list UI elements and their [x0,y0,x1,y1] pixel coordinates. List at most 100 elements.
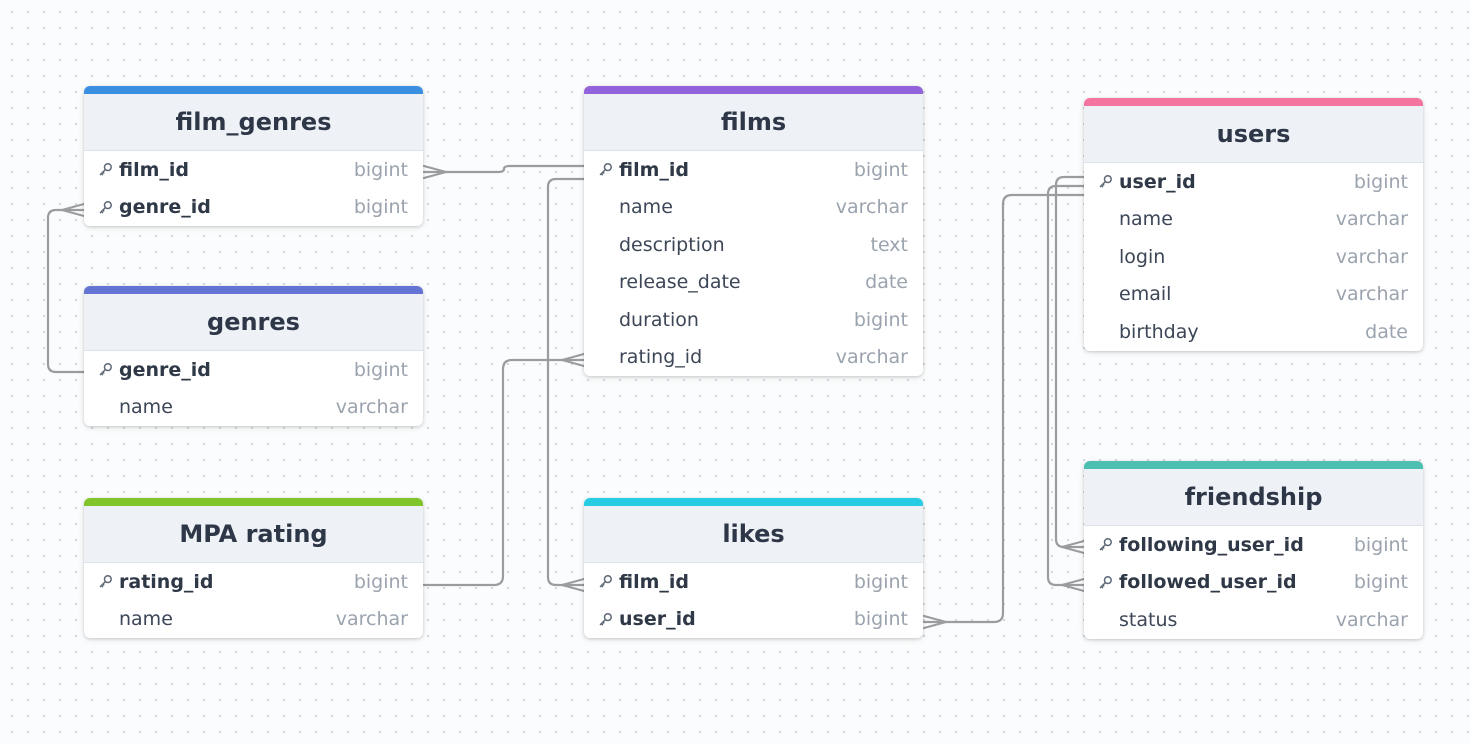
crowfoot-likes-film-id [560,577,586,593]
table-mpa-rating[interactable]: MPA rating rating_id bigint name varchar [84,498,423,638]
field-type: bigint [353,158,408,181]
crowfoot-films-rating-id [560,352,586,368]
field-name: name [119,396,173,419]
field-row-film-id[interactable]: film_id bigint [584,151,923,189]
field-row-film-id[interactable]: film_id bigint [84,151,423,189]
table-accent-bar [84,86,423,94]
field-row-rating-id[interactable]: rating_id bigint [84,563,423,601]
table-title-films[interactable]: films [584,94,923,151]
field-type: bigint [853,158,908,181]
key-icon [1098,174,1119,189]
crowfoot-film-genres-film-id [422,164,448,180]
field-type: varchar [1335,245,1408,268]
connector-genres-film-genres [46,208,86,374]
field-name: film_id [619,570,690,593]
connector-films-likes [546,177,586,587]
field-name: email [1119,283,1172,306]
connector-likes-users [922,193,1086,624]
table-title-film-genres[interactable]: film_genres [84,94,423,151]
field-type: date [1365,320,1408,343]
field-name: name [1119,208,1173,231]
key-icon [598,574,619,589]
field-name: birthday [1119,320,1199,343]
field-type: varchar [335,608,408,631]
field-name: name [619,196,673,219]
field-name: film_id [119,158,190,181]
field-row-login[interactable]: login varchar [1084,238,1423,276]
key-icon [598,612,619,627]
field-type: bigint [1353,571,1408,594]
table-title-users[interactable]: users [1084,106,1423,163]
table-accent-bar [84,498,423,506]
field-row-name[interactable]: name varchar [584,189,923,227]
table-title-friendship[interactable]: friendship [1084,469,1423,526]
field-name: duration [619,308,699,331]
key-icon [98,162,119,177]
field-type: bigint [353,358,408,381]
field-type: date [865,271,908,294]
table-films[interactable]: films film_id bigint name varchar description… [584,86,923,376]
table-title-genres[interactable]: genres [84,294,423,351]
field-name: user_id [619,608,696,631]
field-name: name [119,608,173,631]
connector-film-genres-films [422,164,586,174]
field-type: varchar [835,196,908,219]
field-type: text [870,233,909,256]
field-row-genre-id[interactable]: genre_id bigint [84,351,423,389]
connector-users-following [1054,175,1086,549]
table-accent-bar [84,286,423,294]
field-type: bigint [353,570,408,593]
field-name: followed_user_id [1119,571,1297,594]
table-accent-bar [584,86,923,94]
field-name: film_id [619,158,690,181]
field-name: genre_id [119,196,211,219]
table-accent-bar [1084,98,1423,106]
connector-users-followed [1046,184,1086,587]
key-icon [98,362,119,377]
connector-mpa-films [422,358,586,587]
field-name: rating_id [119,570,214,593]
field-name: release_date [619,271,741,294]
field-row-followed-user-id[interactable]: followed_user_id bigint [1084,564,1423,602]
table-title-likes[interactable]: likes [584,506,923,563]
field-type: bigint [1353,533,1408,556]
field-type: bigint [353,196,408,219]
field-name: status [1119,608,1178,631]
field-name: genre_id [119,358,211,381]
field-row-following-user-id[interactable]: following_user_id bigint [1084,526,1423,564]
field-name: rating_id [619,346,703,369]
field-name: login [1119,245,1166,268]
field-row-genre-id[interactable]: genre_id bigint [84,189,423,227]
key-icon [98,200,119,215]
field-type: bigint [853,570,908,593]
field-row-birthday[interactable]: birthday date [1084,313,1423,351]
field-row-film-id[interactable]: film_id bigint [584,563,923,601]
table-title-mpa-rating[interactable]: MPA rating [84,506,423,563]
field-row-name[interactable]: name varchar [84,601,423,639]
field-list: rating_id bigint name varchar [84,563,423,638]
key-icon [98,574,119,589]
field-row-release-date[interactable]: release_date date [584,264,923,302]
crowfoot-following-user-id [1060,539,1086,555]
field-name: following_user_id [1119,533,1304,556]
table-accent-bar [1084,461,1423,469]
